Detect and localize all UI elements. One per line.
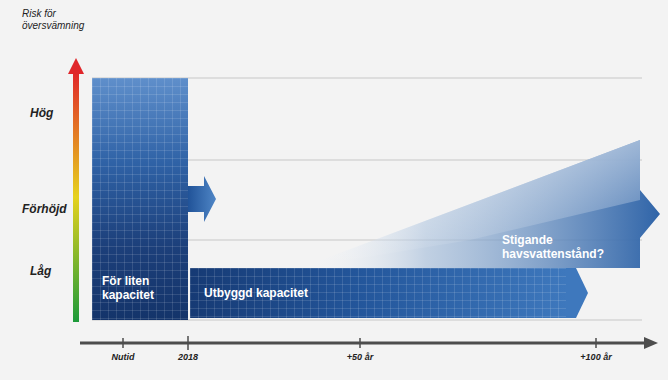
- time-tick-label: Nutid: [112, 352, 135, 363]
- capacity-arrowhead: [566, 268, 588, 318]
- risk-arrowhead: [68, 58, 84, 74]
- risk-level-label: Förhöjd: [22, 202, 67, 216]
- risk-level-label: Hög: [30, 106, 53, 120]
- band-text-group: För liten kapacitet: [102, 274, 178, 302]
- time-ticks: [123, 336, 596, 350]
- band-label: För liten kapacitet: [102, 274, 178, 302]
- capacity-band: För liten kapacitet: [92, 78, 188, 320]
- time-tick-label: +50 år: [347, 352, 373, 363]
- rising-wedge: [300, 140, 660, 268]
- time-axis: [80, 342, 646, 345]
- time-tick-label: 2018: [178, 352, 198, 363]
- capacity-band: Utbyggd kapacitet: [190, 268, 566, 318]
- time-arrowhead: [644, 337, 658, 349]
- time-tick-label: +100 år: [580, 352, 611, 363]
- band-text-group: Utbyggd kapacitet: [204, 286, 308, 300]
- wedge-fade: [300, 140, 640, 268]
- band-text-group: Stigande havsvattenstånd?: [502, 233, 630, 261]
- continuation-arrow: [186, 176, 216, 222]
- trend-band: Stigande havsvattenstånd?: [496, 226, 636, 268]
- band-label: Utbyggd kapacitet: [204, 286, 308, 300]
- axis-title: Risk för översvämning: [22, 8, 102, 32]
- band-label: Stigande havsvattenstånd?: [502, 233, 630, 261]
- grid-lines: [92, 78, 642, 320]
- risk-axis: [73, 72, 79, 322]
- risk-level-label: Låg: [30, 264, 51, 278]
